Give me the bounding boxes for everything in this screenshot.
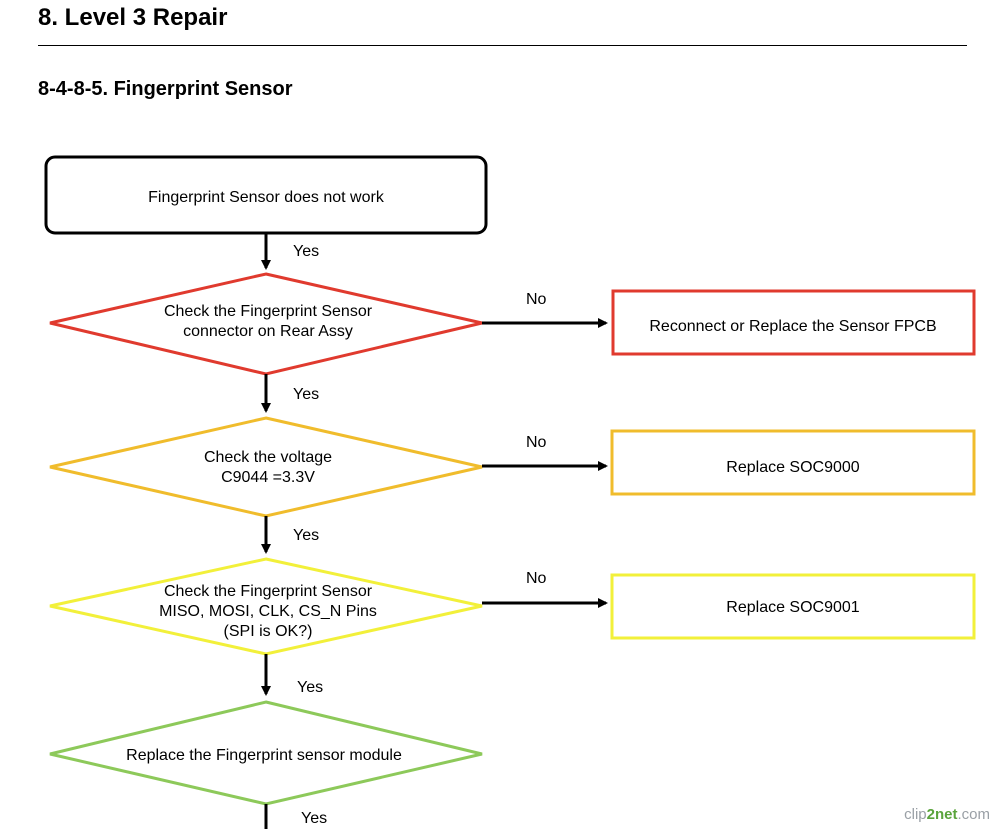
page-title: 8. Level 3 Repair [38, 4, 228, 31]
decision-1-line-1: Check the Fingerprint Sensor [164, 303, 373, 320]
watermark-part-1: clip [904, 806, 927, 823]
action-box-1 [611, 289, 976, 356]
decision-2-diamond [49, 416, 483, 518]
decision-3-line-2: MISO, MOSI, CLK, CS_N Pins [159, 603, 377, 620]
start-box-text: Fingerprint Sensor does not work [148, 189, 385, 206]
section-title: 8-4-8-5. Fingerprint Sensor [38, 78, 293, 100]
yes-label-3: Yes [297, 679, 323, 696]
action-box-1-text: Reconnect or Replace the Sensor FPCB [649, 318, 936, 335]
action-box-2-text: Replace SOC9000 [726, 459, 860, 476]
decision-4-line-1: Replace the Fingerprint sensor module [126, 747, 402, 764]
no-label-1: No [526, 291, 547, 308]
decision-3-line-3: (SPI is OK?) [224, 623, 313, 640]
title-divider [38, 45, 967, 46]
watermark-part-3: .com [957, 806, 990, 823]
no-label-3: No [526, 570, 547, 587]
yes-label-start: Yes [293, 243, 319, 260]
watermark: clip2net.com [904, 806, 990, 823]
action-box-3 [610, 573, 976, 640]
action-box-3-text: Replace SOC9001 [726, 599, 860, 616]
decision-1-line-2: connector on Rear Assy [183, 323, 353, 340]
yes-label-2: Yes [293, 527, 319, 544]
decision-2-line-1: Check the voltage [204, 449, 332, 466]
no-label-2: No [526, 434, 547, 451]
decision-2-line-2: C9044 =3.3V [221, 469, 315, 486]
decision-3-line-1: Check the Fingerprint Sensor [164, 583, 373, 600]
action-box-2 [610, 429, 976, 496]
watermark-part-2: 2net [926, 806, 958, 823]
yes-label-4: Yes [301, 810, 327, 827]
yes-label-1: Yes [293, 386, 319, 403]
